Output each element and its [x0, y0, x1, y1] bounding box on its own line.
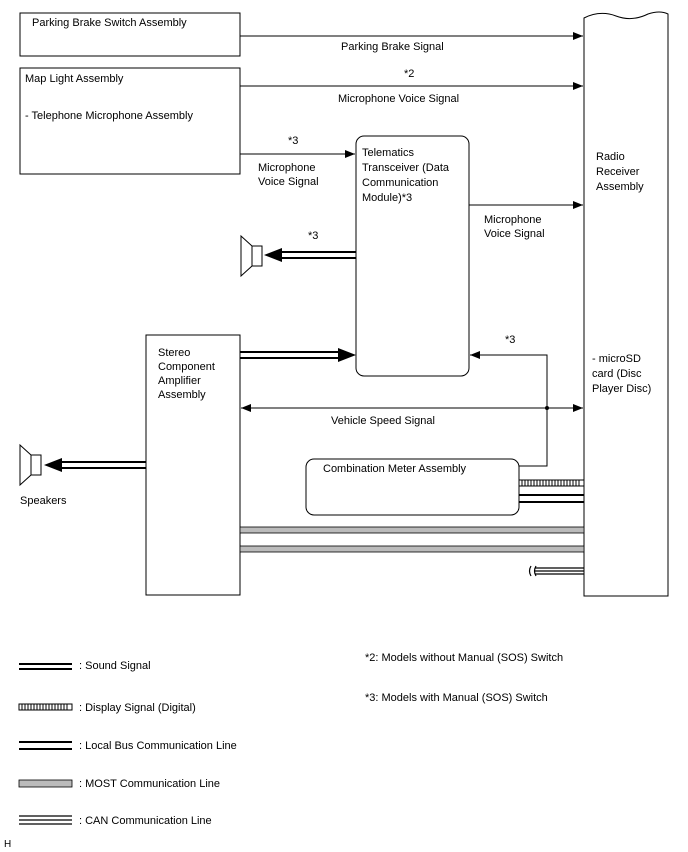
most-line-2 [239, 545, 585, 553]
telematics-speaker-arrowhead [264, 248, 282, 262]
legend-sound-symbol [19, 663, 72, 670]
note-2: *2: Models without Manual (SOS) Switch [365, 652, 564, 664]
legend-most-label: : MOST Communication Line [79, 778, 221, 790]
speaker-note: *3 [308, 230, 319, 242]
note-3: *3: Models with Manual (SOS) Switch [365, 692, 548, 704]
parking-brake-signal-label: Parking Brake Signal [341, 41, 444, 53]
combo-meter-label: Combination Meter Assembly [323, 463, 467, 475]
can-stub [528, 565, 584, 577]
map-light-label: Map Light Assembly [25, 73, 124, 85]
mic-mid-label: Microphone Voice Signal [258, 162, 319, 188]
telematics-box [355, 135, 470, 377]
legend-can-label: : CAN Communication Line [79, 815, 212, 827]
stereo-label: Stereo Component Amplifier Assembly [158, 347, 215, 401]
footer-mark: H [4, 839, 12, 850]
mic-top-label: Microphone Voice Signal [338, 93, 460, 105]
legend-local-bus-label: : Local Bus Communication Line [79, 740, 237, 752]
legend-local-bus-symbol [19, 741, 72, 750]
combo-meter-box [305, 458, 520, 516]
stereo-telematics-arrowhead [338, 348, 356, 362]
speaker-icon-small [240, 234, 263, 278]
speakers-label: Speakers [20, 495, 67, 507]
combo-to-telematics [470, 351, 548, 467]
legend-display-symbol [18, 703, 73, 711]
telematics-label: Telematics Transceiver (Data Communicati… [362, 147, 450, 204]
most-line-1 [239, 526, 585, 534]
mic-top-note: *2 [404, 68, 415, 80]
radio-sub-label: - microSD card (Disc Player Disc) [592, 353, 652, 395]
stereo-speaker-arrowhead [44, 458, 62, 472]
legend-display-label: : Display Signal (Digital) [79, 702, 196, 714]
display-signal-ticks [521, 480, 580, 486]
mic-mid-note: *3 [288, 135, 299, 147]
telematics-note: *3 [505, 334, 516, 346]
radio-label: Radio Receiver Assembly [596, 151, 644, 193]
junction-dot [545, 406, 549, 410]
speaker-icon-large [19, 443, 42, 487]
radio-box [583, 11, 669, 597]
legend-most-symbol [18, 779, 73, 788]
parking-brake-label: Parking Brake Switch Assembly [32, 17, 187, 29]
legend-can-symbol [19, 815, 72, 825]
stereo-box [145, 334, 241, 596]
mic-right-label: Microphone Voice Signal [484, 214, 545, 240]
map-light-sub-label: - Telephone Microphone Assembly [25, 110, 193, 122]
map-light-box [19, 67, 241, 175]
vehicle-speed-label: Vehicle Speed Signal [331, 415, 435, 427]
parking-brake-box [19, 12, 241, 57]
legend-sound-label: : Sound Signal [79, 660, 151, 672]
